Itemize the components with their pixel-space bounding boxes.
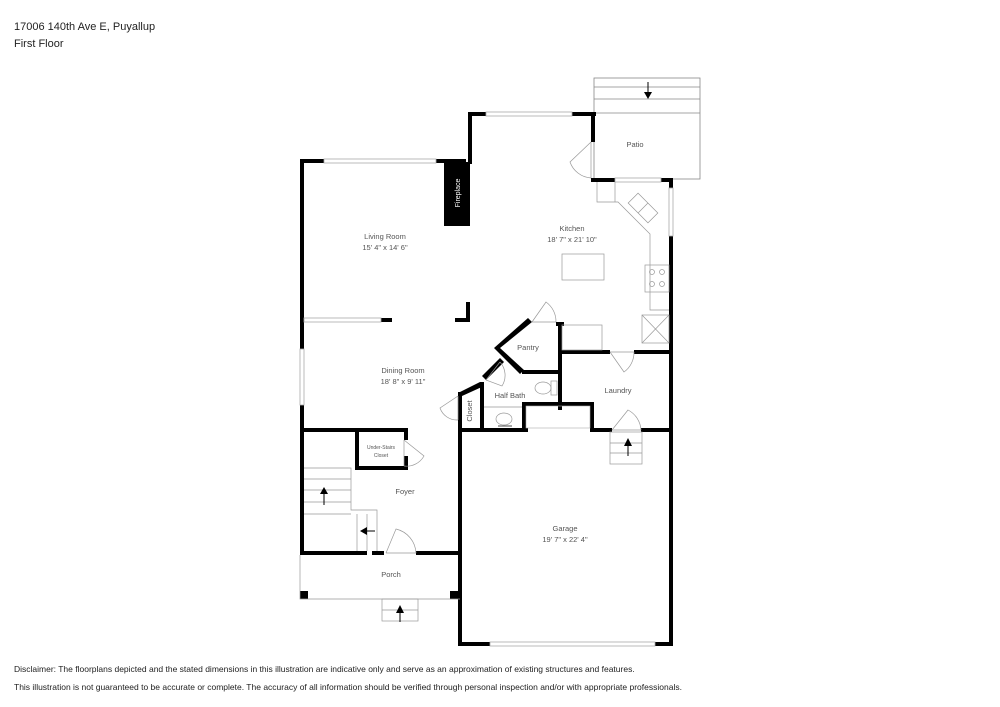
garage-laundry-door[interactable] <box>611 409 642 431</box>
under-stairs-closet-label-2: Closet <box>374 453 389 459</box>
foyer-label: Foyer <box>395 487 415 496</box>
pantry-label: Pantry <box>517 343 539 352</box>
garage-dims: 19' 7" x 22' 4" <box>542 535 588 544</box>
stair-arrows <box>320 438 632 622</box>
half-bath-fixtures <box>484 380 558 427</box>
half-bath-door[interactable] <box>485 361 506 387</box>
patio-door[interactable] <box>569 141 592 179</box>
closet-door[interactable] <box>439 395 459 421</box>
doors <box>385 141 642 554</box>
sink-icon <box>495 412 513 426</box>
floor-title: First Floor <box>14 38 64 50</box>
pantry-door[interactable] <box>531 301 557 323</box>
refrigerator-icon <box>641 314 670 344</box>
disclaimer-line-1: Disclaimer: The floorplans depicted and … <box>14 664 635 674</box>
dining-room-dims: 18' 8" x 9' 11" <box>381 377 426 386</box>
patio-stairs-arrow-icon <box>644 82 652 99</box>
property-address: 17006 140th Ave E, Puyallup <box>14 21 156 33</box>
closet-label: Closet <box>465 399 474 421</box>
stove-icon <box>644 264 670 293</box>
kitchen-fixtures <box>561 182 670 351</box>
stairs <box>299 431 643 622</box>
garage-step-area <box>525 405 591 429</box>
kitchen-dims: 18' 7" x 21' 10" <box>547 235 597 244</box>
living-room-label: Living Room <box>364 232 406 241</box>
half-bath-label: Half Bath <box>495 391 526 400</box>
laundry-door[interactable] <box>609 351 635 373</box>
under-stairs-closet-label-1: Under-Stairs <box>367 445 396 451</box>
porch-label: Porch <box>381 570 401 579</box>
fireplace-label: Fireplace <box>455 179 462 208</box>
front-door[interactable] <box>385 528 417 554</box>
patio-label: Patio <box>626 140 643 149</box>
under-stairs-closet-door[interactable] <box>403 439 425 467</box>
laundry-label: Laundry <box>604 386 631 395</box>
kitchen-sink-icon <box>627 192 659 224</box>
dining-room-label: Dining Room <box>381 366 424 375</box>
garage-label: Garage <box>552 524 577 533</box>
toilet-icon <box>534 381 552 395</box>
kitchen-island <box>561 253 605 281</box>
living-room-dims: 15' 4" x 14' 6" <box>362 243 408 252</box>
disclaimer-line-2: This illustration is not guaranteed to b… <box>14 682 682 692</box>
windows <box>299 111 674 647</box>
kitchen-label: Kitchen <box>559 224 584 233</box>
walls <box>300 112 673 646</box>
